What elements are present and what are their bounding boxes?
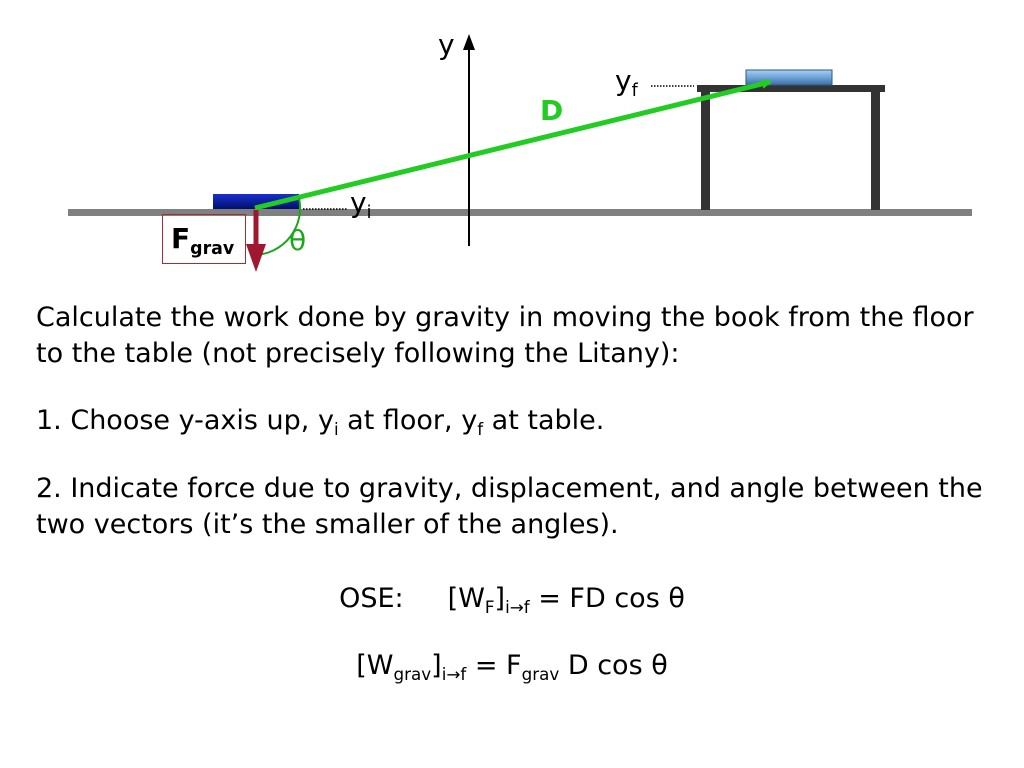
ose-equation: OSE:[WF]i→f = FD cos θ xyxy=(339,583,685,617)
force-label: Fgrav xyxy=(171,222,235,260)
angle-arc xyxy=(254,197,302,256)
diagram-svg xyxy=(68,34,972,272)
gravity-work-equation: [Wgrav]i→f = Fgrav D cos θ xyxy=(356,650,668,684)
yf-label: yf xyxy=(615,64,638,102)
step2-text: 2. Indicate force due to gravity, displa… xyxy=(36,473,983,540)
gravity-force-arrowhead xyxy=(246,244,266,272)
displacement-label: D xyxy=(540,94,564,127)
y-axis-label: y xyxy=(438,28,455,61)
step1-text: 1. Choose y-axis up, yi at floor, yf at … xyxy=(36,405,605,439)
work-diagram: y yf yi D θ Fgrav xyxy=(0,0,1024,290)
y-axis-arrowhead xyxy=(463,34,475,50)
displacement-vector xyxy=(254,79,772,211)
intro-text: Calculate the work done by gravity in mo… xyxy=(36,302,974,369)
book-on-floor xyxy=(213,194,299,209)
force-label-box xyxy=(162,214,246,264)
table xyxy=(697,85,885,210)
angle-label: θ xyxy=(289,224,307,257)
floor-line xyxy=(68,209,972,216)
yi-label: yi xyxy=(350,186,372,224)
